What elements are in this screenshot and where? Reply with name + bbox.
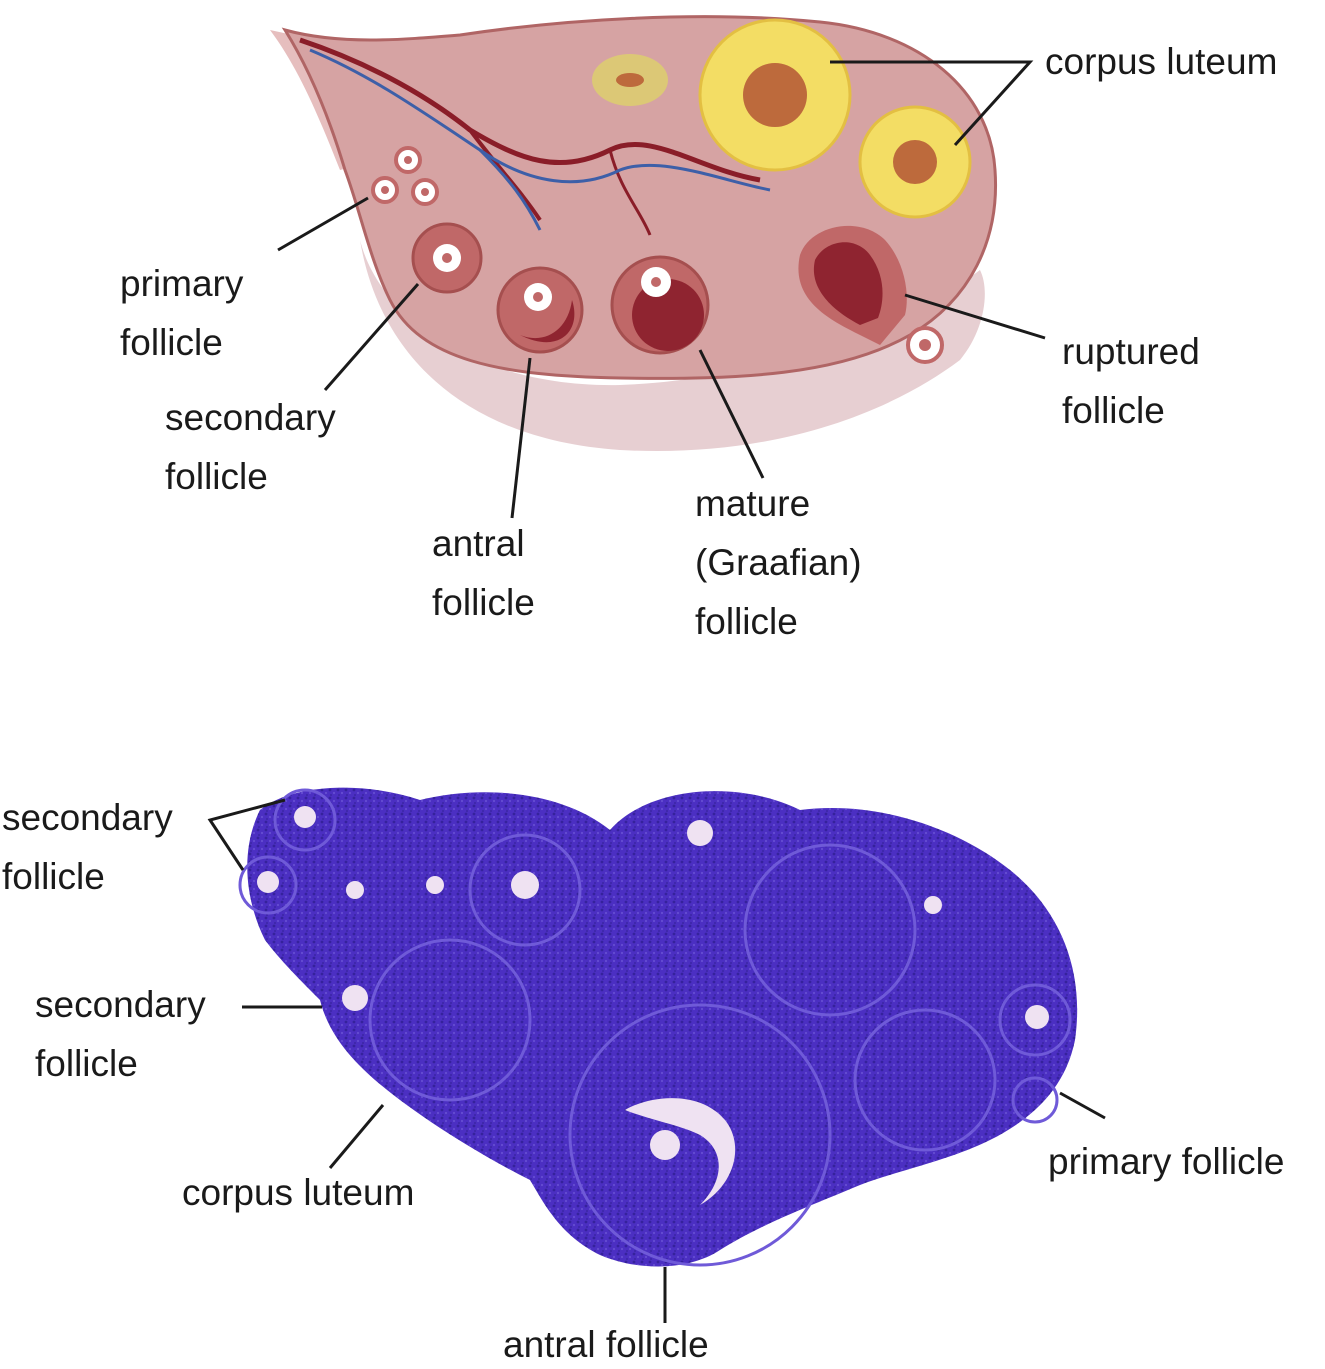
- label-antral-follicle-bottom: antral follicle: [503, 1324, 709, 1365]
- follicle-structures: [238, 788, 1072, 1267]
- artery-branch: [608, 149, 652, 236]
- label-primary-follicle-bottom: primary follicle: [1048, 1141, 1285, 1182]
- leader-lines-top: [277, 60, 1046, 519]
- antrum-cavity: [625, 1098, 736, 1205]
- primary-follicle-group: [371, 146, 439, 206]
- label-mature-follicle: mature (Graafian) follicle: [695, 483, 862, 642]
- corpus-albicans-core: [616, 73, 644, 87]
- label-corpus-luteum-top: corpus luteum: [1045, 41, 1278, 82]
- label-primary-follicle-top: primary follicle: [120, 263, 244, 363]
- ovary-schematic: [270, 15, 1046, 519]
- label-secondary-follicle-bottom-1: secondary follicle: [2, 797, 173, 897]
- artery-branch: [468, 128, 542, 222]
- vein: [309, 48, 771, 192]
- label-ruptured-follicle: ruptured follicle: [1062, 331, 1200, 431]
- label-antral-follicle-top: antral follicle: [432, 523, 535, 623]
- leader-lines-bottom: [207, 798, 1106, 1323]
- label-secondary-follicle-top: secondary follicle: [165, 397, 336, 497]
- vein-branch: [478, 148, 542, 231]
- label-secondary-follicle-bottom-2: secondary follicle: [35, 984, 206, 1084]
- corpus-luteum-2-core: [893, 140, 937, 184]
- label-corpus-luteum-bottom: corpus luteum: [182, 1172, 415, 1213]
- corpus-luteum-1-core: [743, 63, 807, 127]
- oocytes: [257, 806, 1049, 1160]
- ovary-lower-tissue: [360, 240, 985, 452]
- artery: [299, 37, 761, 183]
- ovary-micrograph: [207, 787, 1106, 1323]
